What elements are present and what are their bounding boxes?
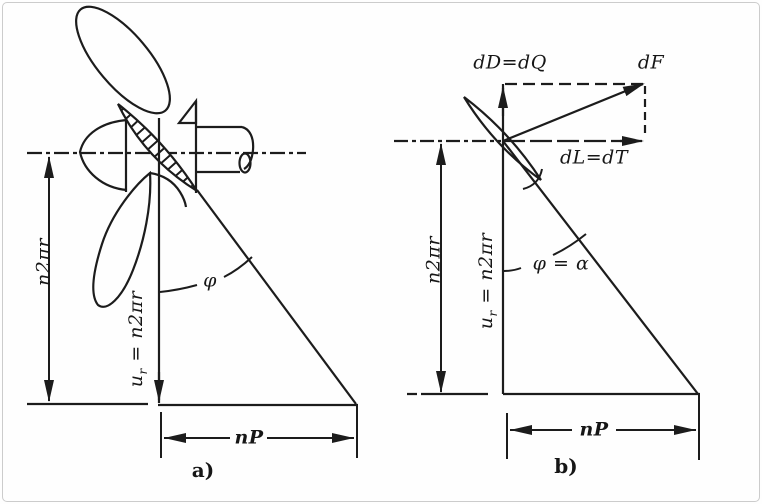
- blade-speed-subscript-b: r: [485, 310, 500, 317]
- angle-equality-label-b: φ = α: [532, 252, 590, 275]
- panel-a: [27, 5, 358, 458]
- blade-speed-base-a: u: [125, 374, 148, 388]
- df-resultant-vector: [502, 82, 645, 143]
- propeller-blade-lower: [92, 170, 152, 308]
- panel-b-caption: b): [554, 454, 578, 478]
- propeller-blade-upper: [75, 5, 171, 115]
- panel-a-caption: a): [191, 458, 215, 482]
- blade-speed-label-b: ur = n2πr: [475, 232, 500, 330]
- blade-root-edge: [149, 171, 188, 208]
- pitch-dimension-label-a: nP: [234, 426, 264, 449]
- section-marker-flag: [176, 97, 198, 125]
- pitch-angle-label-a: φ: [203, 269, 217, 292]
- shaft-end-boss: [238, 152, 252, 174]
- blade-speed-subscript-a: r: [135, 368, 150, 375]
- blade-speed-label-a: ur = n2πr: [125, 290, 150, 388]
- rotation-speed-label-a: n2πr: [32, 238, 55, 286]
- blade-section-hatching: [118, 104, 197, 191]
- blade-section-outline: [117, 103, 198, 192]
- resultant-force-label-b: dF: [637, 51, 665, 74]
- helix-diagonal-b: [502, 140, 699, 395]
- drag-torque-label-b: dD=dQ: [473, 51, 547, 74]
- lift-thrust-label-b: dL=dT: [559, 146, 629, 169]
- helix-diagonal-a: [196, 189, 357, 405]
- panel-b: [394, 82, 700, 460]
- blade-section-b: [463, 96, 542, 181]
- angle-arc-b: [503, 233, 587, 272]
- blade-speed-rest-b: = n2πr: [475, 232, 498, 311]
- rotation-speed-label-b: n2πr: [422, 236, 445, 284]
- angle-arc-a: [159, 256, 253, 293]
- propeller-shaft-end: [241, 125, 255, 170]
- blade-speed-rest-a: = n2πr: [125, 290, 148, 369]
- blade-speed-base-b: u: [475, 316, 498, 330]
- propeller-hub: [78, 118, 128, 192]
- pitch-dimension-label-b: nP: [579, 418, 609, 441]
